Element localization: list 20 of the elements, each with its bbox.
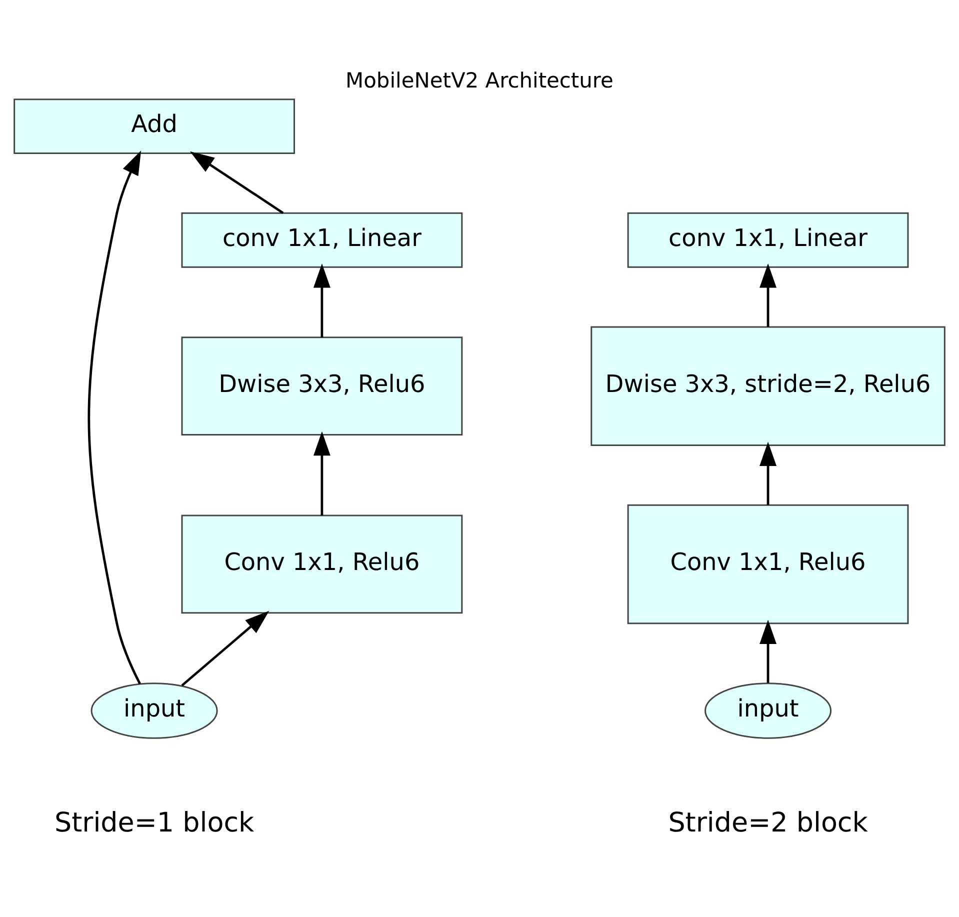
- label: Stride=1 block: [54, 808, 254, 839]
- arrow: [313, 431, 330, 516]
- arrow: [760, 263, 777, 327]
- node-box: Conv 1x1, Relu6: [181, 514, 463, 614]
- diagram-title: MobileNetV2 Architecture: [346, 68, 614, 93]
- node-box: Dwise 3x3, Relu6: [181, 336, 463, 436]
- node-box: Conv 1x1, Relu6: [627, 504, 909, 624]
- arrow: [190, 151, 284, 214]
- arrow: [760, 620, 777, 683]
- label: Stride=2 block: [668, 808, 868, 839]
- arrow: [313, 263, 330, 338]
- node-box: Dwise 3x3, stride=2, Relu6: [590, 326, 946, 446]
- node-ellipse: input: [90, 682, 218, 739]
- node-box: conv 1x1, Linear: [627, 212, 909, 268]
- node-ellipse: input: [704, 682, 832, 739]
- node-box: Add: [14, 98, 295, 154]
- arrow: [760, 442, 777, 505]
- arrow: [88, 150, 142, 684]
- arrow: [181, 610, 270, 686]
- node-box: conv 1x1, Linear: [181, 212, 463, 268]
